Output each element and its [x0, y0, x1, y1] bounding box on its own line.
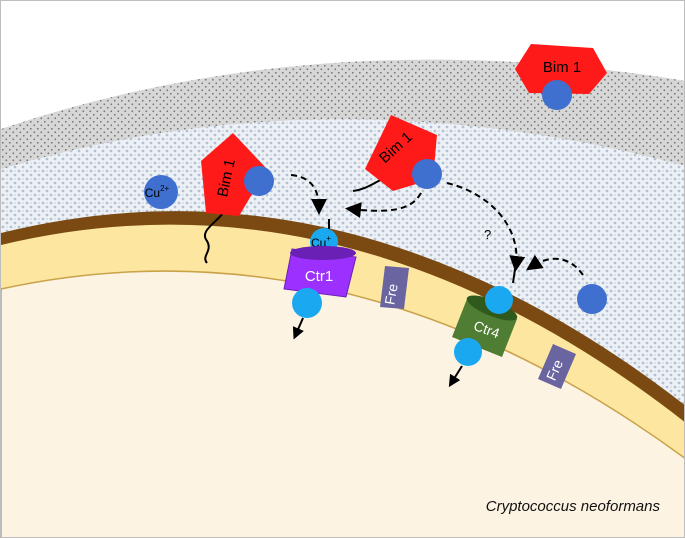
arrow-bim1-left-to-cu1 [290, 174, 327, 215]
copper-transported-ctr4 [454, 338, 482, 366]
copper-ii-ion: Cu2+ [144, 175, 178, 209]
copper-bound-bim1-left [244, 166, 274, 196]
copper-bound-bim1-free [542, 80, 572, 110]
ctr1-label: Ctr1 [305, 268, 333, 285]
copper-bound-ctr4 [485, 286, 513, 314]
cu2-charge: 2+ [160, 184, 169, 193]
bim1-anchored-left: Bim 1 [201, 133, 274, 264]
ctr1-transporter: Ctr1 [283, 246, 357, 298]
fre-reductase-1: Fre [380, 266, 409, 309]
fre-reductase-2: Fre [538, 344, 576, 389]
bim1-free-top-right: Bim 1 [515, 44, 607, 110]
arrow-ctr4-into-cell [448, 365, 463, 388]
unknown-mechanism-mark: ? [484, 227, 491, 242]
arrow-bim1-middle-to-ctr4 [446, 182, 526, 272]
fre-label-1: Fre [381, 282, 400, 306]
cu2-label: Cu [145, 186, 160, 200]
copper-transported-ctr1 [292, 288, 322, 318]
copper-free-right [577, 284, 607, 314]
arrow-ctr1-into-cell [292, 317, 304, 340]
copper-bound-bim1-middle [412, 159, 442, 189]
arrow-bim1-middle-to-cu1 [345, 192, 422, 219]
arrow-copper-to-ctr4 [526, 254, 584, 276]
ctr4-transporter: Ctr4 [452, 268, 518, 357]
organism-label: Cryptococcus neoformans [485, 498, 660, 515]
bim1-anchored-middle: Bim 1 [352, 115, 442, 192]
gpi-anchor-left [204, 212, 224, 264]
svg-text:Cu2+: Cu2+ [145, 184, 170, 200]
cu1-charge: + [326, 234, 331, 243]
fre-label-2: Fre [543, 357, 566, 383]
bim1-label-free: Bim 1 [543, 59, 581, 76]
